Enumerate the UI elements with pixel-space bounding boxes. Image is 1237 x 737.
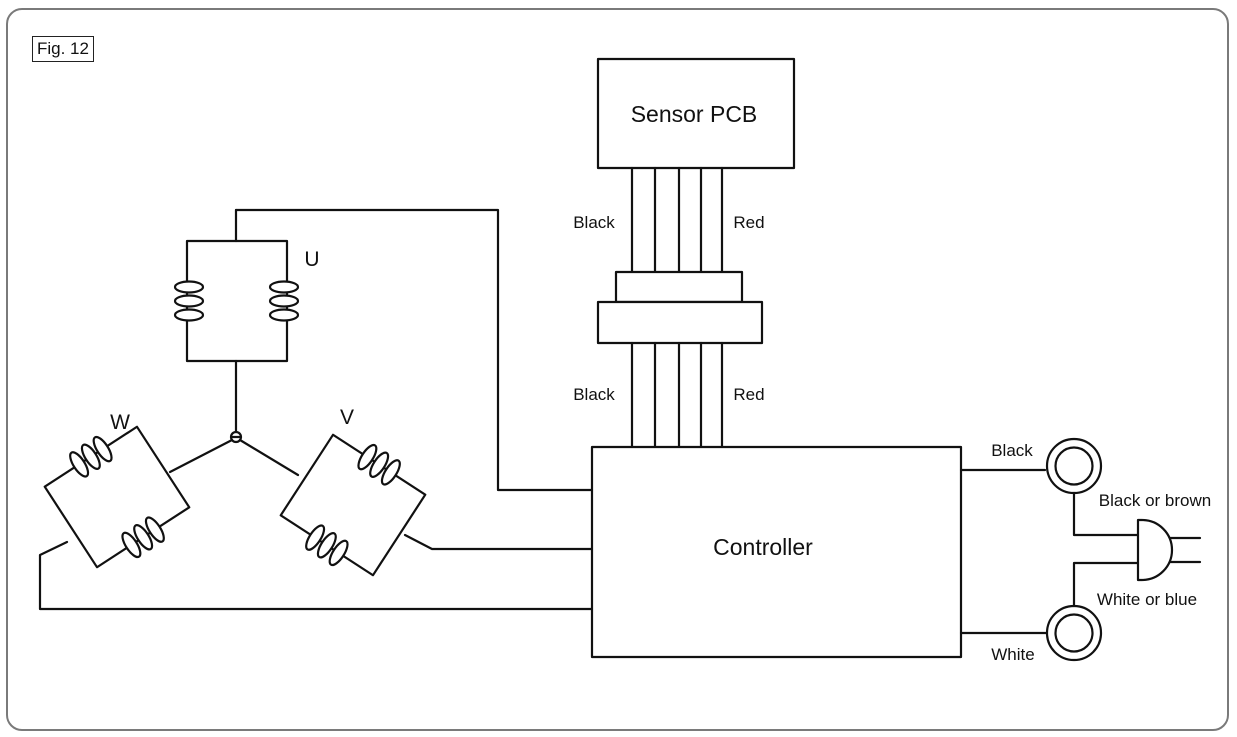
sensor-pcb-label: Sensor PCB: [631, 101, 758, 127]
connector-top: [614, 270, 744, 304]
plug-label-black-or-brown: Black or brown: [1099, 491, 1211, 510]
figure-label: Fig. 12: [32, 36, 94, 62]
coil-w-bottom: [121, 516, 165, 559]
plug-wire-lower: [1072, 561, 1140, 608]
wire-label-black-lower: Black: [573, 385, 615, 404]
phase-wire-w: [38, 540, 594, 611]
wire-label-red-upper: Red: [733, 213, 764, 232]
sensor-wires-lower: [630, 341, 724, 449]
winding-u-label: U: [304, 248, 319, 271]
winding-w: [43, 425, 191, 569]
coil-w-top: [69, 435, 113, 478]
connector-ring-upper: [1045, 437, 1103, 495]
phase-wire-u: [234, 208, 594, 492]
winding-u: [173, 208, 300, 439]
phase-wire-v: [403, 533, 594, 551]
controller-box: [590, 445, 963, 659]
sensor-pcb-box: [596, 57, 796, 170]
controller-label: Controller: [713, 534, 813, 560]
mains-label-black: Black: [991, 441, 1033, 460]
connector-bottom: [596, 300, 764, 345]
star-connections: [168, 438, 300, 477]
power-plug-icon: [1136, 518, 1202, 582]
mains-label-white: White: [991, 645, 1034, 664]
winding-w-label: W: [110, 411, 130, 434]
winding-v-label: V: [340, 406, 354, 429]
wire-label-black-upper: Black: [573, 213, 615, 232]
wire-label-red-lower: Red: [733, 385, 764, 404]
plug-wire-upper: [1072, 491, 1140, 537]
connector-ring-lower: [1045, 604, 1103, 662]
coil-v-top: [357, 443, 401, 486]
coil-u-left: [173, 280, 205, 322]
winding-v: [279, 433, 427, 577]
sensor-wires-upper: [630, 166, 724, 274]
coil-v-bottom: [305, 524, 349, 567]
plug-label-white-or-blue: White or blue: [1097, 590, 1197, 609]
coil-u-right: [268, 280, 300, 322]
